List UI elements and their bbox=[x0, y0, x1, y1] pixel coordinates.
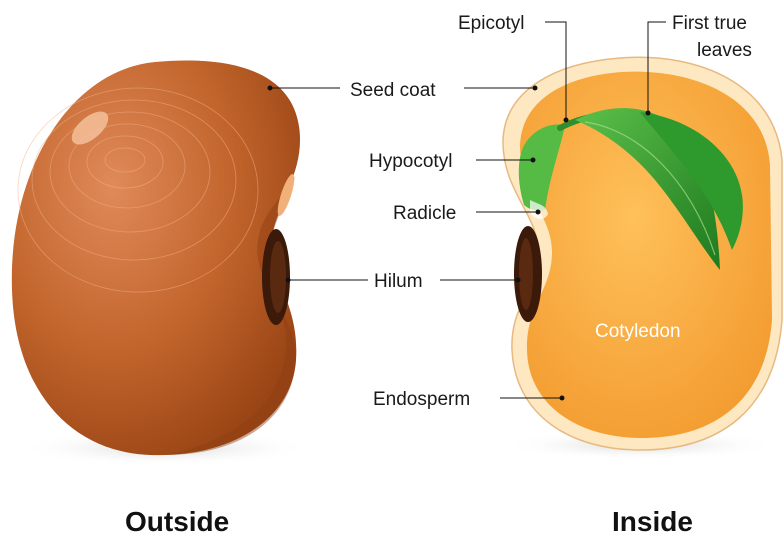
label-first-true-leaves-line1: First true bbox=[672, 13, 747, 34]
label-hypocotyl: Hypocotyl bbox=[369, 151, 452, 172]
label-epicotyl: Epicotyl bbox=[458, 13, 525, 34]
label-radicle: Radicle bbox=[393, 203, 456, 224]
outside-hilum-inner bbox=[270, 241, 286, 313]
label-cotyledon: Cotyledon bbox=[595, 321, 681, 342]
label-first-true-leaves-line2: leaves bbox=[697, 40, 752, 61]
label-seed-coat: Seed coat bbox=[350, 80, 436, 101]
inside-hilum-inner bbox=[519, 238, 533, 310]
outside-seed bbox=[12, 60, 315, 466]
inside-seed bbox=[500, 57, 782, 460]
caption-inside: Inside bbox=[612, 506, 693, 537]
label-endosperm: Endosperm bbox=[373, 389, 470, 410]
caption-outside: Outside bbox=[125, 506, 229, 537]
label-hilum: Hilum bbox=[374, 271, 423, 292]
